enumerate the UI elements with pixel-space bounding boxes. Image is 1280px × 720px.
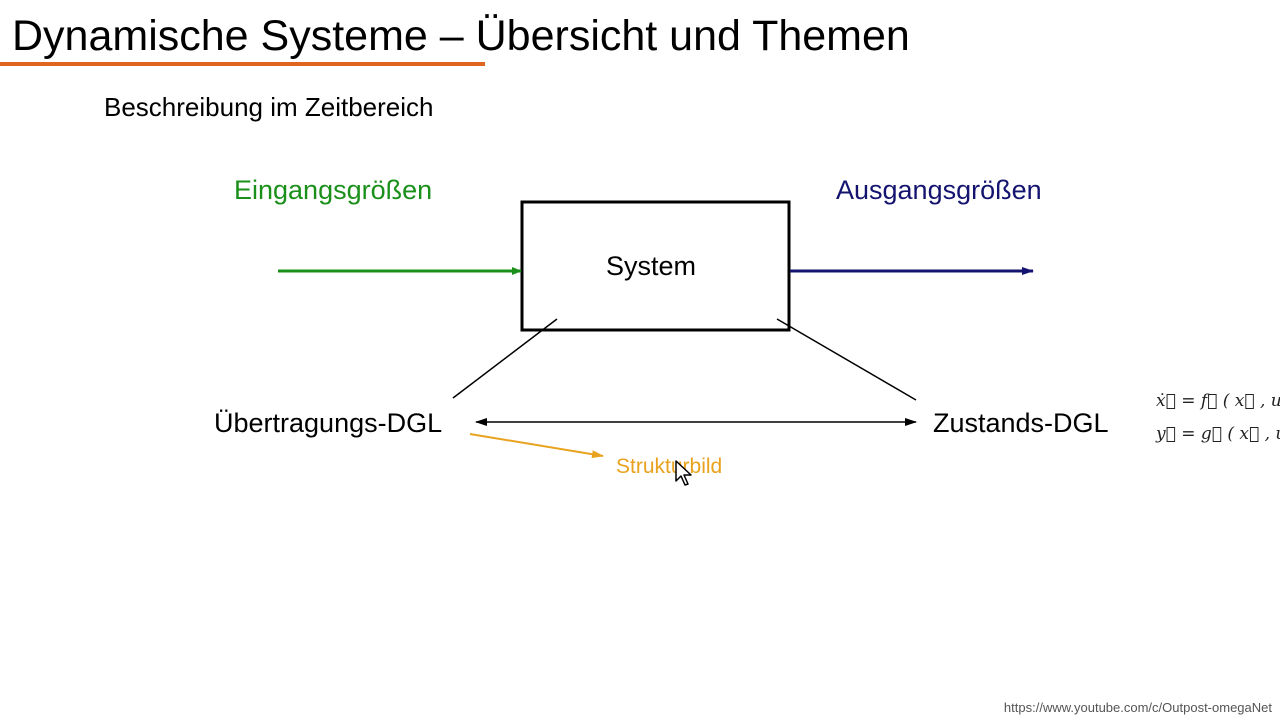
state-dgl-label: Zustands-DGL	[933, 408, 1109, 438]
input-quantities-label: Eingangsgrößen	[234, 175, 433, 205]
state-equation: ẋ⃗ = f⃗ ( x⃗ , u⃗ , t )	[1156, 391, 1280, 411]
system-box	[520, 200, 791, 332]
structure-arrow	[469, 433, 604, 459]
title-underline	[0, 62, 485, 66]
output-quantities-label: Ausgangsgrößen	[836, 175, 1042, 205]
structure-diagram-label: Strukturbild	[616, 455, 723, 478]
channel-credit: https://www.youtube.com/c/Outpost-omegaN…	[1003, 700, 1272, 715]
section-subtitle: Beschreibung im Zeitbereich	[104, 92, 434, 122]
right-connector-line	[776, 318, 917, 401]
left-connector-line	[452, 318, 558, 399]
output-equation: y⃗ = g⃗ ( x⃗ , u⃗ , t )	[1156, 424, 1280, 444]
mouse-pointer-icon	[675, 460, 692, 486]
system-label: System	[606, 251, 697, 281]
page-title: Dynamische Systeme – Übersicht und Theme…	[12, 12, 910, 60]
transfer-dgl-label: Übertragungs-DGL	[214, 408, 443, 438]
